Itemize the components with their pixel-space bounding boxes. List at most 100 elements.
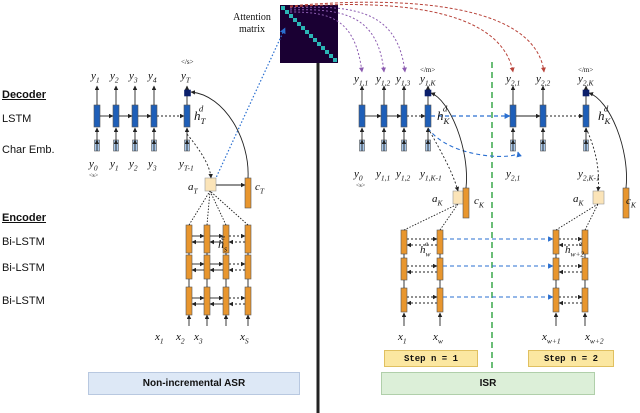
output-yT: yT [180,70,191,84]
encoder-input-x3: x3 [193,331,203,345]
isr-input-y12: y1,2 [395,168,410,182]
connector [427,127,522,158]
isr-output-y21: y2,1 [505,73,520,87]
encoder-bilstm-cell [185,286,193,316]
decoder-lstm-cell [131,104,139,128]
isr-input-x1: x1 [397,331,407,345]
isr-encoder-bilstm-cell [552,229,560,255]
attention-input [209,190,249,226]
step-1-label: Step n = 1 [384,350,478,367]
attention-input [206,190,211,226]
output-y2: y2 [109,70,119,84]
isr-input-xw1: xw+1 [541,331,561,345]
eos-token: </s> [181,58,194,66]
encoder-bilstm-cell [222,286,230,316]
isr-decoder-lstm-cell [424,104,432,128]
encoder-bilstm-cell [185,224,193,254]
encoder-bilstm-cell [222,254,230,280]
isr-context-cK2: cK [626,195,637,209]
attention-weight-box [204,177,217,192]
isr-decoder-state-hK1: hKd [437,104,451,126]
input-y0: y0 [88,158,98,172]
isr-encoder-bilstm-cell [552,257,560,281]
isr-encoder-state-hw2: hw+2e [565,239,585,258]
encoder-label: Encoder [2,212,47,224]
isr-encoder-state-hw: hwe [420,239,431,258]
isr-output-y11: y1,1 [353,73,368,87]
isr-output-y2K: y2,K [577,73,594,87]
isr-decoder-lstm-cell [539,104,547,128]
isr-encoder-bilstm-cell [581,257,589,281]
attention-aT: aT [188,181,199,195]
attention-input [209,190,227,226]
lstm-label: LSTM [2,113,32,125]
isr-decoder-lstm-cell [582,104,590,128]
encoder-bilstm-cell [244,254,252,280]
left-caption: Non-incremental ASR [88,372,300,395]
attention-matrix [280,5,338,63]
isr-attention-aK2: aK [573,193,585,207]
isr-decoder-lstm-cell [358,104,366,128]
diagonal-cell [325,50,329,54]
eom-token-2: </m> [578,66,593,74]
connector [190,90,249,179]
isr-decoder-lstm-cell [400,104,408,128]
encoder-bilstm-cell [244,224,252,254]
isr-encoder-bilstm-cell [400,287,408,313]
decoder-lstm-cell [93,104,101,128]
diagonal-cell [321,46,325,50]
attention-label-line1: Attention [233,12,271,23]
isr-output-y13: y1,3 [395,73,410,87]
diagonal-cell [317,42,321,46]
isr-attention-aK1: aK [432,193,444,207]
isr-attention-input [403,203,459,231]
connector [186,133,213,179]
input-y3: y3 [147,158,157,172]
isr-context-cell-1 [462,187,470,219]
bilstm-label-3: Bi-LSTM [2,295,45,307]
output-y1: y1 [90,70,100,84]
connector [430,92,467,189]
isr-input-xw2: xw+2 [584,331,604,345]
isr-input-xw: xw [432,331,443,345]
isr-output-y1K: y1,K [419,73,436,87]
output-y3: y3 [128,70,138,84]
isr-encoder-bilstm-cell [436,229,444,255]
isr-encoder-bilstm-cell [436,257,444,281]
diagonal-cell [301,26,305,30]
isr-input-y0: y0 [353,168,363,182]
isr-attention-input [555,203,599,231]
context-vector-cell [244,177,252,209]
encoder-bilstm-cell [203,254,211,280]
isr-input-y11: y1,1 [375,168,390,182]
attention-label-line2: matrix [238,24,266,35]
diagonal-cell [293,18,297,22]
sos-token-left: <s> [89,173,99,179]
isr-context-cK1: cK [474,195,485,209]
encoder-bilstm-cell [203,286,211,316]
eos-marker [184,89,191,97]
attention-arcs [214,1,546,181]
eom-marker-1 [424,89,432,97]
isr-attention-box-2 [592,190,605,205]
connector [427,127,460,192]
diagonal-cell [329,54,333,58]
diagonal-cell [297,22,301,26]
isr-attention-box-1 [452,190,465,205]
input-yT-1: yT-1 [178,158,194,172]
attention-input [188,190,211,226]
isr-attention-input [584,203,599,231]
diagonal-cell [333,58,337,62]
isr-input-y2K-1: y2,K-1 [577,168,600,182]
decoder-state-hT: hTd [194,104,207,126]
decoder-lstm-cell [183,104,191,128]
eom-marker-2 [582,89,590,97]
eom-token-1: </m> [420,66,435,74]
sos-token-right: <s> [356,183,366,189]
input-y1: y1 [109,158,119,172]
isr-encoder-bilstm-cell [400,229,408,255]
context-cT: cT [255,181,265,195]
encoder-input-x2: x2 [175,331,185,345]
isr-encoder-bilstm-cell [581,287,589,313]
